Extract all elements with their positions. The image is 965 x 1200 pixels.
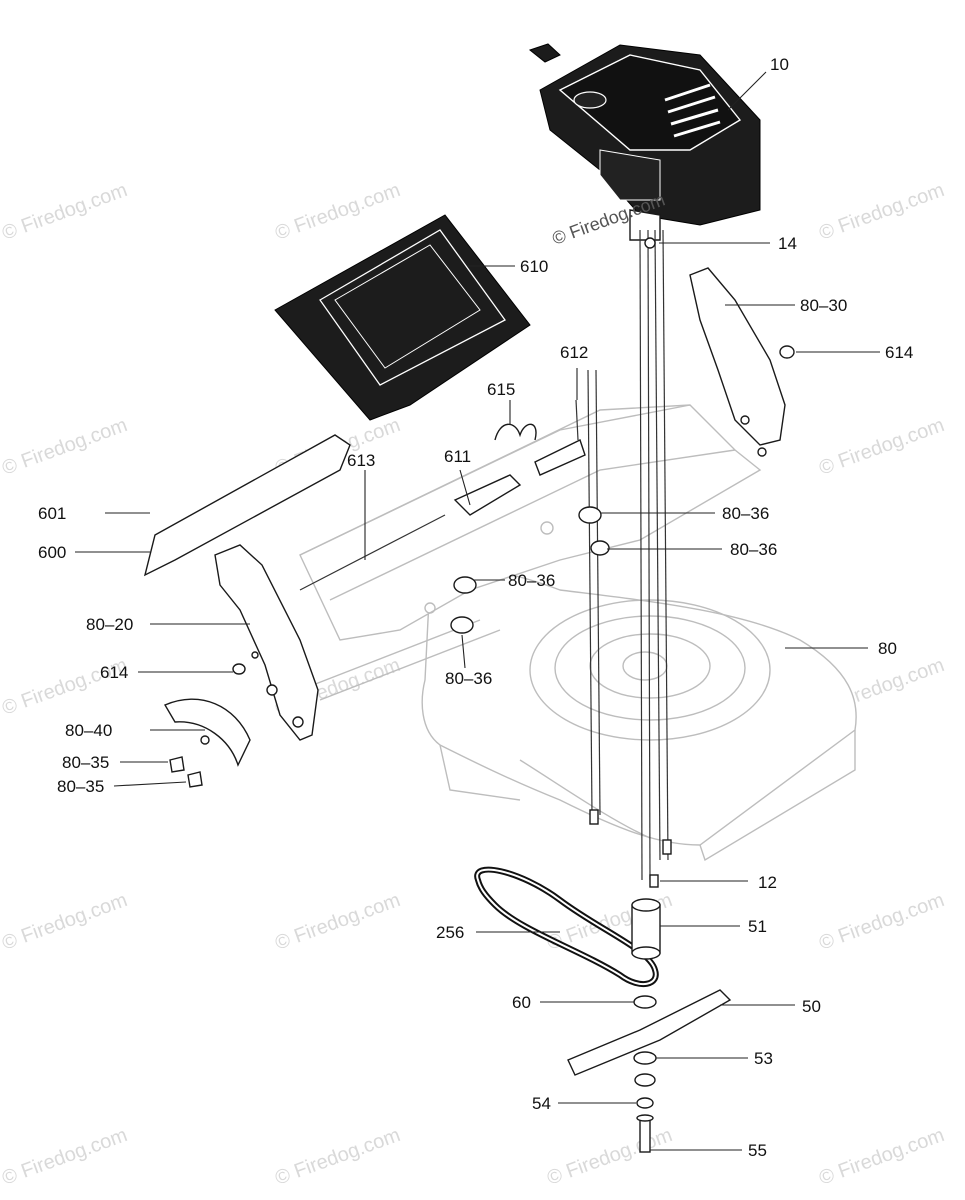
label-51: 51 — [748, 917, 767, 936]
label-256: 256 — [436, 923, 464, 942]
label-12: 12 — [758, 873, 777, 892]
height-adjuster — [163, 698, 251, 788]
spring — [494, 423, 537, 441]
watermark: © Firedog.com — [816, 889, 947, 955]
watermark: © Firedog.com — [0, 179, 130, 245]
label-80-36-c: 80–36 — [508, 571, 555, 590]
rod — [299, 514, 446, 591]
label-55: 55 — [748, 1141, 767, 1160]
nuts — [232, 237, 795, 888]
left-wheel-bracket — [214, 544, 319, 741]
label-610: 610 — [520, 257, 548, 276]
label-80-36-a: 80–36 — [722, 504, 769, 523]
label-601: 601 — [38, 504, 66, 523]
label-80: 80 — [878, 639, 897, 658]
part-labels: 10 14 610 80–30 612 614 615 613 611 601 … — [38, 55, 913, 1160]
watermark: © Firedog.com — [0, 889, 130, 955]
watermark: © Firedog.com — [816, 1124, 947, 1190]
rear-frame — [299, 404, 762, 701]
label-54: 54 — [532, 1094, 551, 1113]
label-80-20: 80–20 — [86, 615, 133, 634]
label-612: 612 — [560, 343, 588, 362]
label-614-left: 614 — [100, 663, 128, 682]
watermark: © Firedog.com — [272, 1124, 403, 1190]
right-wheel-bracket — [689, 267, 786, 457]
label-615: 615 — [487, 380, 515, 399]
mower-deck — [421, 569, 857, 862]
rear-flap — [143, 434, 351, 577]
washers — [633, 995, 657, 1109]
engine-bolts — [575, 229, 669, 881]
label-50: 50 — [802, 997, 821, 1016]
watermark: © Firedog.com — [272, 889, 403, 955]
label-600: 600 — [38, 543, 66, 562]
label-80-35-a: 80–35 — [62, 753, 109, 772]
blade — [567, 989, 732, 1076]
label-14: 14 — [778, 234, 797, 253]
label-60: 60 — [512, 993, 531, 1012]
watermark: © Firedog.com — [816, 179, 947, 245]
label-614-right: 614 — [885, 343, 913, 362]
label-80-36-b: 80–36 — [730, 540, 777, 559]
label-10: 10 — [770, 55, 789, 74]
leader-lines — [75, 71, 880, 1151]
label-613: 613 — [347, 451, 375, 470]
watermark: © Firedog.com — [0, 414, 130, 480]
label-53: 53 — [754, 1049, 773, 1068]
label-80-30: 80–30 — [800, 296, 847, 315]
watermark: © Firedog.com — [544, 1124, 675, 1190]
label-80-35-b: 80–35 — [57, 777, 104, 796]
blade-bolt — [636, 1114, 654, 1153]
pulley — [631, 898, 661, 960]
hinge-bracket — [453, 439, 586, 516]
watermark: © Firedog.com — [816, 414, 947, 480]
catcher-cover — [274, 214, 531, 421]
watermark: © Firedog.com — [0, 1124, 130, 1190]
drive-belt — [474, 866, 659, 987]
label-611: 611 — [444, 447, 471, 466]
watermark: © Firedog.com — [272, 179, 403, 245]
label-80-40: 80–40 — [65, 721, 112, 740]
engine — [528, 43, 761, 241]
label-80-36-d: 80–36 — [445, 669, 492, 688]
